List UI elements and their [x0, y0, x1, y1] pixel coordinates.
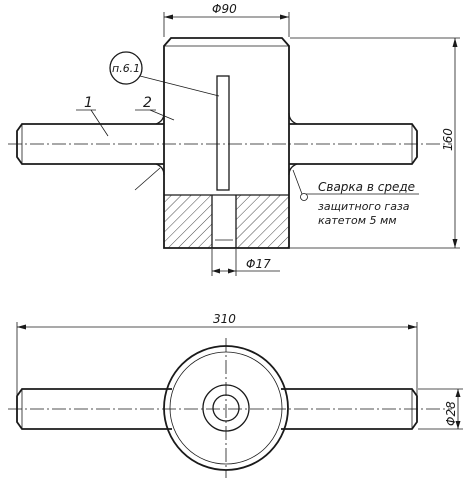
part-label-1: 1 — [84, 95, 93, 111]
callout-bubble — [109, 51, 143, 85]
section-hatch-right — [236, 195, 289, 248]
weld-marker — [300, 193, 308, 201]
dim-arrow — [455, 421, 461, 429]
weld-note-line3: катетом 5 мм — [318, 214, 397, 227]
dim-arrow — [164, 14, 173, 20]
part-label-2-leader — [149, 109, 175, 121]
weld-fillet-left-bottom — [155, 163, 165, 176]
part-label-1-leader — [90, 109, 109, 137]
dim-arrow — [455, 389, 461, 397]
weld-note-line1: Сварка в среде — [318, 180, 415, 194]
dim-arrow — [452, 38, 458, 47]
weld-note-line2: защитного газа — [318, 200, 410, 213]
dim-arrow — [228, 268, 236, 274]
top-view: 310 Φ28 — [8, 312, 463, 478]
dim-top-width: Φ90 — [212, 2, 237, 16]
section-hatch-left — [164, 195, 212, 248]
part-label-2: 2 — [143, 95, 152, 111]
weld-leader-left — [134, 167, 161, 191]
callout-leader — [139, 75, 220, 97]
weld-fillet-left-top — [155, 112, 165, 125]
dim-arrow — [17, 324, 26, 330]
dim-height: 160 — [441, 128, 455, 151]
dim-arrow — [212, 268, 220, 274]
slot — [216, 75, 230, 191]
dim-arrow — [280, 14, 289, 20]
dim-handle-diameter: Φ28 — [444, 401, 458, 426]
weld-fillet-right-bottom — [288, 163, 298, 176]
weld-fillet-right-top — [288, 112, 298, 125]
dim-arrow — [452, 239, 458, 248]
front-view: Φ90 160 Φ17 п.6.1 1 2 Сварка в среде — [8, 2, 460, 276]
weld-leader-right — [292, 169, 303, 195]
dim-overall-length: 310 — [213, 312, 236, 326]
dim-hole: Φ17 — [246, 257, 271, 271]
callout-ref: п.6.1 — [112, 62, 140, 75]
dim-arrow — [408, 324, 417, 330]
right-handle — [289, 123, 418, 165]
